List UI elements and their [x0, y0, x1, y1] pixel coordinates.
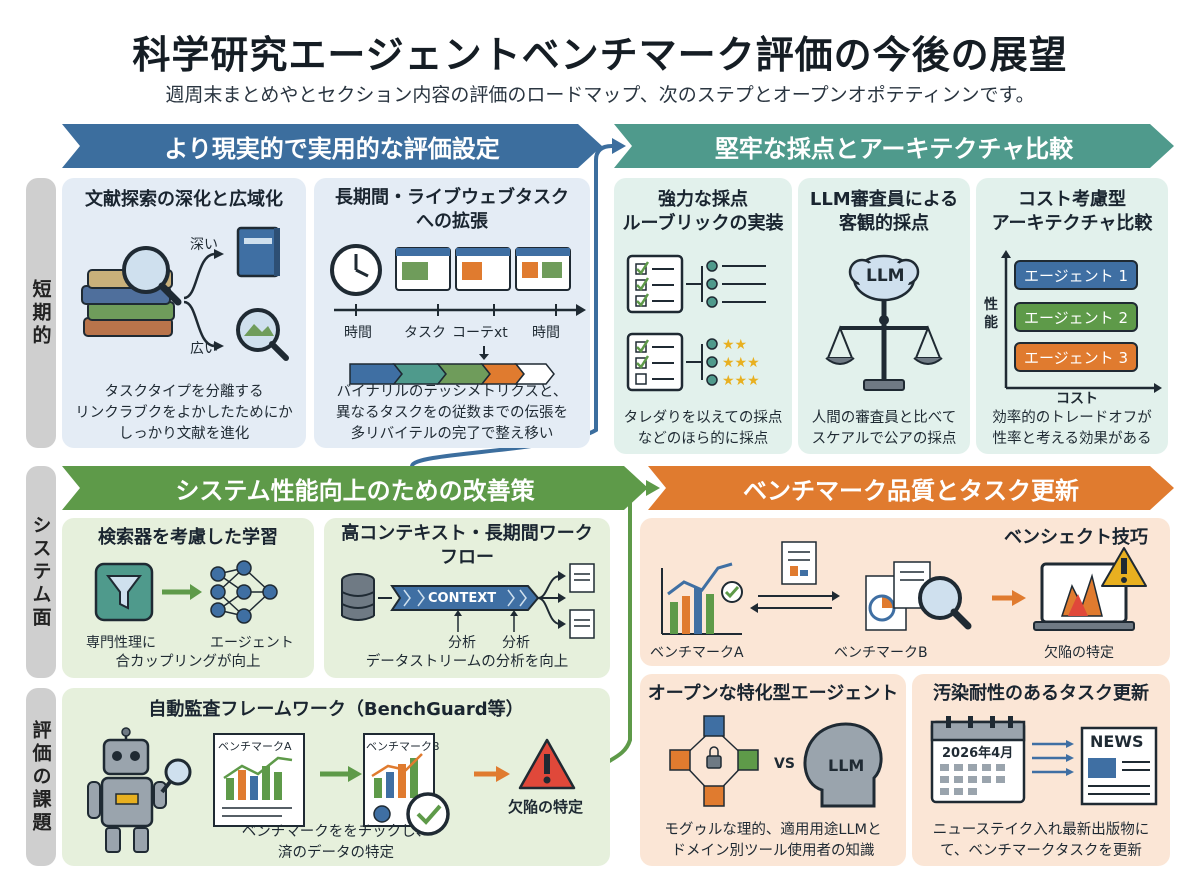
- card-retriever: 検索器を考慮した学習 専門性理に エージェント 合カップリングが向上: [62, 518, 314, 678]
- doc-b-label: ベンチマークB: [366, 740, 440, 753]
- card-desc: データストリームの分析を向上: [365, 654, 569, 670]
- calendar-label: 2026年4月: [942, 746, 1014, 761]
- agent-box-3: エージェント 3: [1014, 342, 1138, 372]
- svg-text:★★★: ★★★: [722, 373, 760, 389]
- agent-box-1: エージェント 1: [1014, 260, 1138, 290]
- label-wide: 広い: [190, 341, 218, 357]
- progress-chevrons: [349, 346, 555, 385]
- tick-label: 時間: [344, 325, 372, 341]
- row-label-short-term: 短期的: [26, 178, 56, 448]
- card-desc: バイナリルのテッシメトリクスと、 異なるタスクをの従数までの伝張を 多リバイテル…: [336, 384, 568, 442]
- card-title: 自動監査フレームワーク（BenchGuard等）: [148, 699, 524, 720]
- arrow-right-green: [320, 766, 362, 782]
- card-desc: 合カップリングが向上: [115, 654, 261, 670]
- card-benchguard: 自動監査フレームワーク（BenchGuard等） ベンチマークA: [62, 688, 610, 866]
- doc-b-check: [363, 733, 450, 836]
- context-bar-label: CONTEXT: [428, 591, 497, 606]
- tick-label: 時間: [532, 325, 560, 341]
- card-title: オープンな特化型エージェント: [647, 683, 899, 704]
- card-desc: ニューステイク入れ最新出版物に て、ベンチマークタスクを更新: [932, 822, 1150, 859]
- label-agent: エージェント: [210, 635, 294, 651]
- card-title: ベンシェクト技巧: [1004, 527, 1148, 548]
- card-title: 検索器を考慮した学習: [98, 527, 278, 548]
- card-rubric: 強力な採点 ルーブリックの実装 ★★ ★★★ ★★★ タレダりを以えての採点 な…: [614, 178, 792, 454]
- card-longterm: 長期間・ライブウェブタスク への拡張 時間 タスク コーテxt 時間 バイナリル…: [314, 178, 590, 448]
- axis-y-label: 性能: [984, 297, 998, 331]
- banner-system: システム性能向上のための改善策: [62, 466, 648, 510]
- label-vs: VS: [774, 756, 795, 772]
- axis-x-label: コスト: [1056, 391, 1098, 407]
- label-llm-head: LLM: [828, 756, 865, 775]
- cost-axes: [1001, 250, 1162, 393]
- arrow-right-orange: [474, 766, 510, 782]
- card-title: 汚染耐性のあるタスク更新: [933, 683, 1149, 704]
- doc-a-chart: [213, 733, 305, 827]
- card-desc: ベンチマークををチックし、 済のデータの特定: [241, 824, 431, 861]
- result-label: 欠陥の特定: [508, 798, 584, 816]
- rubric-checklist-icon: ★★ ★★★ ★★★: [626, 254, 766, 392]
- card-title: 文献探索の深化と広域化: [85, 189, 283, 210]
- card-bench-quality: ベンシェクト技巧 ベンチマークA ベンチマークB: [640, 518, 1170, 666]
- card-desc: 効率的のトレードオフが 性率と考える効果がある: [992, 410, 1152, 447]
- timeline-diagram: [330, 244, 586, 316]
- card-desc: タレダりを以えての採点 などのほら的に採点: [623, 410, 783, 447]
- row-label-challenges: 評価の課題: [26, 688, 56, 866]
- page-title: 科学研究エージェントベンチマーク評価の今後の展望: [132, 33, 1068, 77]
- context-pipeline-diagram: [341, 563, 595, 639]
- label-bench-a: ベンチマークA: [650, 645, 744, 661]
- card-title: 高コンテキスト・長期間ワーク フロー: [341, 523, 593, 568]
- label-bench-b: ベンチマークB: [834, 645, 928, 661]
- cloud-llm-label: LLM: [866, 266, 905, 286]
- card-desc: モグゥルな理的、適用用途LLMと ドメイン別ツール使用者の知識: [664, 822, 882, 859]
- doc-a-label: ベンチマークA: [218, 740, 292, 753]
- scales-icon: [825, 254, 943, 391]
- page-subtitle: 週周末まとめやとセクション内容の評価のロードマップ、次のステプとオープンオポテテ…: [165, 84, 1035, 106]
- svg-text:★★: ★★: [722, 337, 747, 353]
- row-label-system: システム面: [26, 466, 56, 678]
- card-literature: 文献探索の深化と広域化 深い 広い タスクタイプを分離する リンクラブクをよかし…: [62, 178, 306, 448]
- tick-label: コーテxt: [452, 325, 508, 341]
- card-desc: タスクタイプを分離する リンクラブクをよかしたためにか しっかり文献を進化: [75, 384, 293, 442]
- card-llm-judge: LLM審査員による 客観的採点 LLM 人間の審査員と比べて スケアルで公アの採…: [798, 178, 970, 454]
- card-open-agent: オープンな特化型エージェント VS LLM モグゥルな理的、適用用途LLMと ド…: [640, 674, 906, 866]
- warning-icon: [518, 738, 576, 790]
- calendar-news-diagram: [930, 716, 1158, 806]
- card-title: 長期間・ライブウェブタスク への拡張: [335, 187, 569, 232]
- banner-scoring: 堅牢な採点とアーキテクチャ比較: [614, 124, 1174, 168]
- card-title: 強力な採点 ルーブリックの実装: [622, 189, 784, 234]
- news-label: NEWS: [1090, 732, 1144, 751]
- tick-label: タスク: [404, 325, 446, 341]
- label-deep: 深い: [190, 237, 218, 253]
- label-analysis-2: 分析: [502, 635, 530, 651]
- agent-box-2: エージェント 2: [1014, 302, 1138, 332]
- card-contamination: 汚染耐性のあるタスク更新 2026年4月 NEWS ニューステイク入れ最新出版物…: [912, 674, 1170, 866]
- banner-benchmark: ベンチマーク品質とタスク更新: [648, 466, 1174, 510]
- modular-vs-llm-diagram: [669, 715, 883, 808]
- svg-text:★★★: ★★★: [722, 355, 760, 371]
- robot-icon: [87, 727, 192, 853]
- label-defect: 欠陥の特定: [1044, 645, 1114, 661]
- filter-to-network-diagram: [94, 560, 278, 624]
- card-title: コスト考慮型 アーキテクチャ比較: [991, 189, 1153, 234]
- card-context: 高コンテキスト・長期間ワーク フロー CONTEXT 分析 分析 データストリー…: [324, 518, 610, 678]
- deep-book-icon: [236, 226, 280, 278]
- banner-realistic: より現実的で実用的な評価設定: [62, 124, 602, 168]
- card-title: LLM審査員による 客観的採点: [809, 189, 959, 234]
- label-analysis-1: 分析: [448, 635, 476, 651]
- label-specialist: 専門性理に: [86, 635, 156, 651]
- wide-search-icon: [236, 308, 289, 361]
- card-desc: 人間の審査員と比べて スケアルで公アの採点: [811, 410, 957, 447]
- book-stack-icon: [81, 246, 224, 351]
- bench-quality-diagram: [661, 541, 1147, 635]
